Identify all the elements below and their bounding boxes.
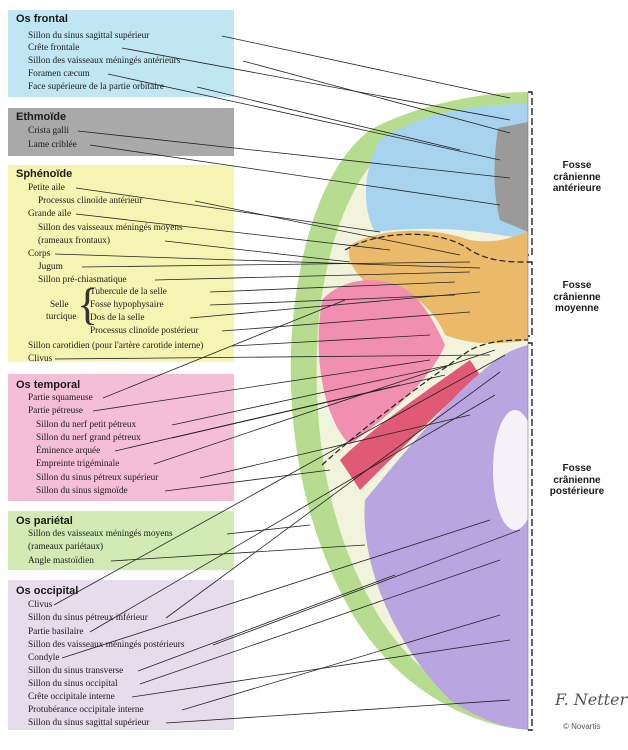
label-sinus-petreux-inferieur: Sillon du sinus pétreux inférieur [28, 613, 148, 623]
label-dos-selle: Dos de la selle [90, 313, 145, 323]
fosse-posterieure-line1: Fosse [562, 463, 592, 474]
sphenoid-bone [348, 230, 528, 344]
occipital-bone [364, 345, 528, 730]
label-sinus-transverse: Sillon du sinus transverse [28, 666, 124, 676]
label-rameaux-parietaux: (rameaux pariétaux) [28, 542, 104, 552]
label-jugum: Jugum [38, 262, 63, 272]
label-empreinte-trigeminale: Empreinte trigéminale [36, 459, 120, 469]
label-selle: Selle [50, 300, 69, 310]
label-lame-criblee: Lame criblée [28, 140, 77, 150]
frontal-bone [365, 104, 528, 240]
label-processus-clinoide-anterieur: Processus clinoïde antérieur [38, 196, 143, 206]
label-crete-occipitale-interne: Crête occipitale interne [28, 692, 115, 702]
label-sillon-meninges-anterieurs: Sillon des vaisseaux méningés antérieurs [28, 56, 181, 66]
label-processus-clinoide-posterieur: Processus clinoïde postérieur [90, 326, 199, 336]
label-crete-frontale: Crête frontale [28, 43, 80, 53]
fosse-anterieure-line1: Fosse [562, 160, 592, 171]
sphenoide-title: Sphénoïde [16, 168, 73, 180]
label-sillon-sinus-sagittal-superieur: Sillon du sinus sagittal supérieur [28, 31, 150, 41]
label-grande-aile: Grande aile [28, 209, 72, 219]
label-condyle: Condyle [28, 653, 60, 663]
label-sinus-occipital: Sillon du sinus occipital [28, 679, 118, 689]
label-sinus-sagittal-superieur-occipital: Sillon du sinus sagittal supérieur [28, 718, 150, 728]
label-clivus-occipital: Clivus [28, 600, 53, 610]
foramen-magnum [493, 410, 528, 530]
frontal-title: Os frontal [16, 13, 68, 25]
ethmoide-group-box [8, 108, 234, 156]
ethmoide-title: Ethmoïde [16, 111, 67, 123]
label-partie-squameuse: Partie squameuse [28, 393, 93, 403]
fosse-moyenne-line2: crânienne [553, 291, 601, 303]
temporal-title: Os temporal [16, 379, 81, 391]
label-sinus-petreux-superieur: Sillon du sinus pétreux supérieur [36, 473, 159, 483]
label-meninges-posterieurs: Sillon des vaisseaux méningés postérieur… [28, 640, 185, 650]
frontal-group-box [8, 10, 234, 97]
selle-turcique-brace: { [77, 280, 99, 329]
label-protuberance-occipitale-interne: Protubérance occipitale interne [28, 705, 144, 715]
label-fosse-hypophysaire: Fosse hypophysaire [90, 300, 164, 310]
label-meninges-moyens-parietaux: Sillon des vaisseaux méningés moyens [28, 529, 173, 539]
fosse-moyenne-line1: Fosse [562, 280, 592, 291]
label-partie-basilaire: Partie basilaire [28, 627, 84, 637]
label-turcique: turcique [46, 312, 77, 322]
label-nerf-petit-petreux: Sillon du nerf petit pétreux [36, 420, 137, 430]
fosse-anterieure-line2: crânienne [553, 171, 601, 183]
occipital-group-box [8, 580, 234, 730]
label-sillon-meninges-moyens: Sillon des vaisseaux méningés moyens [38, 223, 183, 233]
fosse-posterieure-line2: crânienne [553, 474, 601, 486]
label-crista-galli: Crista galli [28, 126, 70, 136]
occipital-title: Os occipital [16, 585, 79, 597]
label-eminence-arquee: Éminence arquée [36, 446, 101, 456]
fosse-posterieure-label: Fosse crânienne postérieure [545, 463, 609, 498]
label-sinus-sigmoide: Sillon du sinus sigmoïde [36, 486, 128, 496]
netter-signature: F. Netter [555, 690, 628, 709]
label-rameaux-frontaux: (rameaux frontaux) [38, 236, 111, 246]
label-angle-mastoidien: Angle mastoïdien [28, 556, 94, 566]
label-tubercule-selle: Tubercule de la selle [90, 287, 167, 297]
label-face-orbitaire: Face supérieure de la partie orbitaire [28, 82, 165, 92]
parietal-rim [290, 92, 528, 730]
copyright-notice: © Novartis [563, 722, 601, 731]
fosse-anterieure-label: Fosse crânienne antérieure [545, 160, 609, 195]
leader-lines [53, 35, 521, 724]
parietal-title: Os pariétal [16, 515, 73, 527]
label-foramen-caecum: Foramen cæcum [28, 69, 90, 79]
label-sillon-carotidien: Sillon carotidien (pour l'artère carotid… [28, 341, 204, 351]
label-partie-petreuse: Partie pétreuse [28, 406, 83, 416]
label-petite-aile: Petite aile [28, 183, 65, 193]
ethmoid-bone [494, 122, 528, 232]
temporal-petrous [340, 360, 480, 490]
fosse-moyenne-label: Fosse crânienne moyenne [545, 280, 609, 315]
label-nerf-grand-petreux: Sillon du nerf grand pétreux [36, 433, 141, 443]
sphenoide-group-box [8, 165, 234, 362]
label-clivus-sphenoide: Clivus [28, 354, 53, 364]
label-corps: Corps [28, 249, 51, 259]
fosse-posterieure-line3: postérieure [549, 486, 605, 497]
label-sillon-pre-chiasmatique: Sillon pré-chiasmatique [38, 275, 127, 285]
fosse-anterieure-line3: antérieure [552, 183, 602, 194]
fosse-moyenne-line3: moyenne [555, 303, 599, 314]
